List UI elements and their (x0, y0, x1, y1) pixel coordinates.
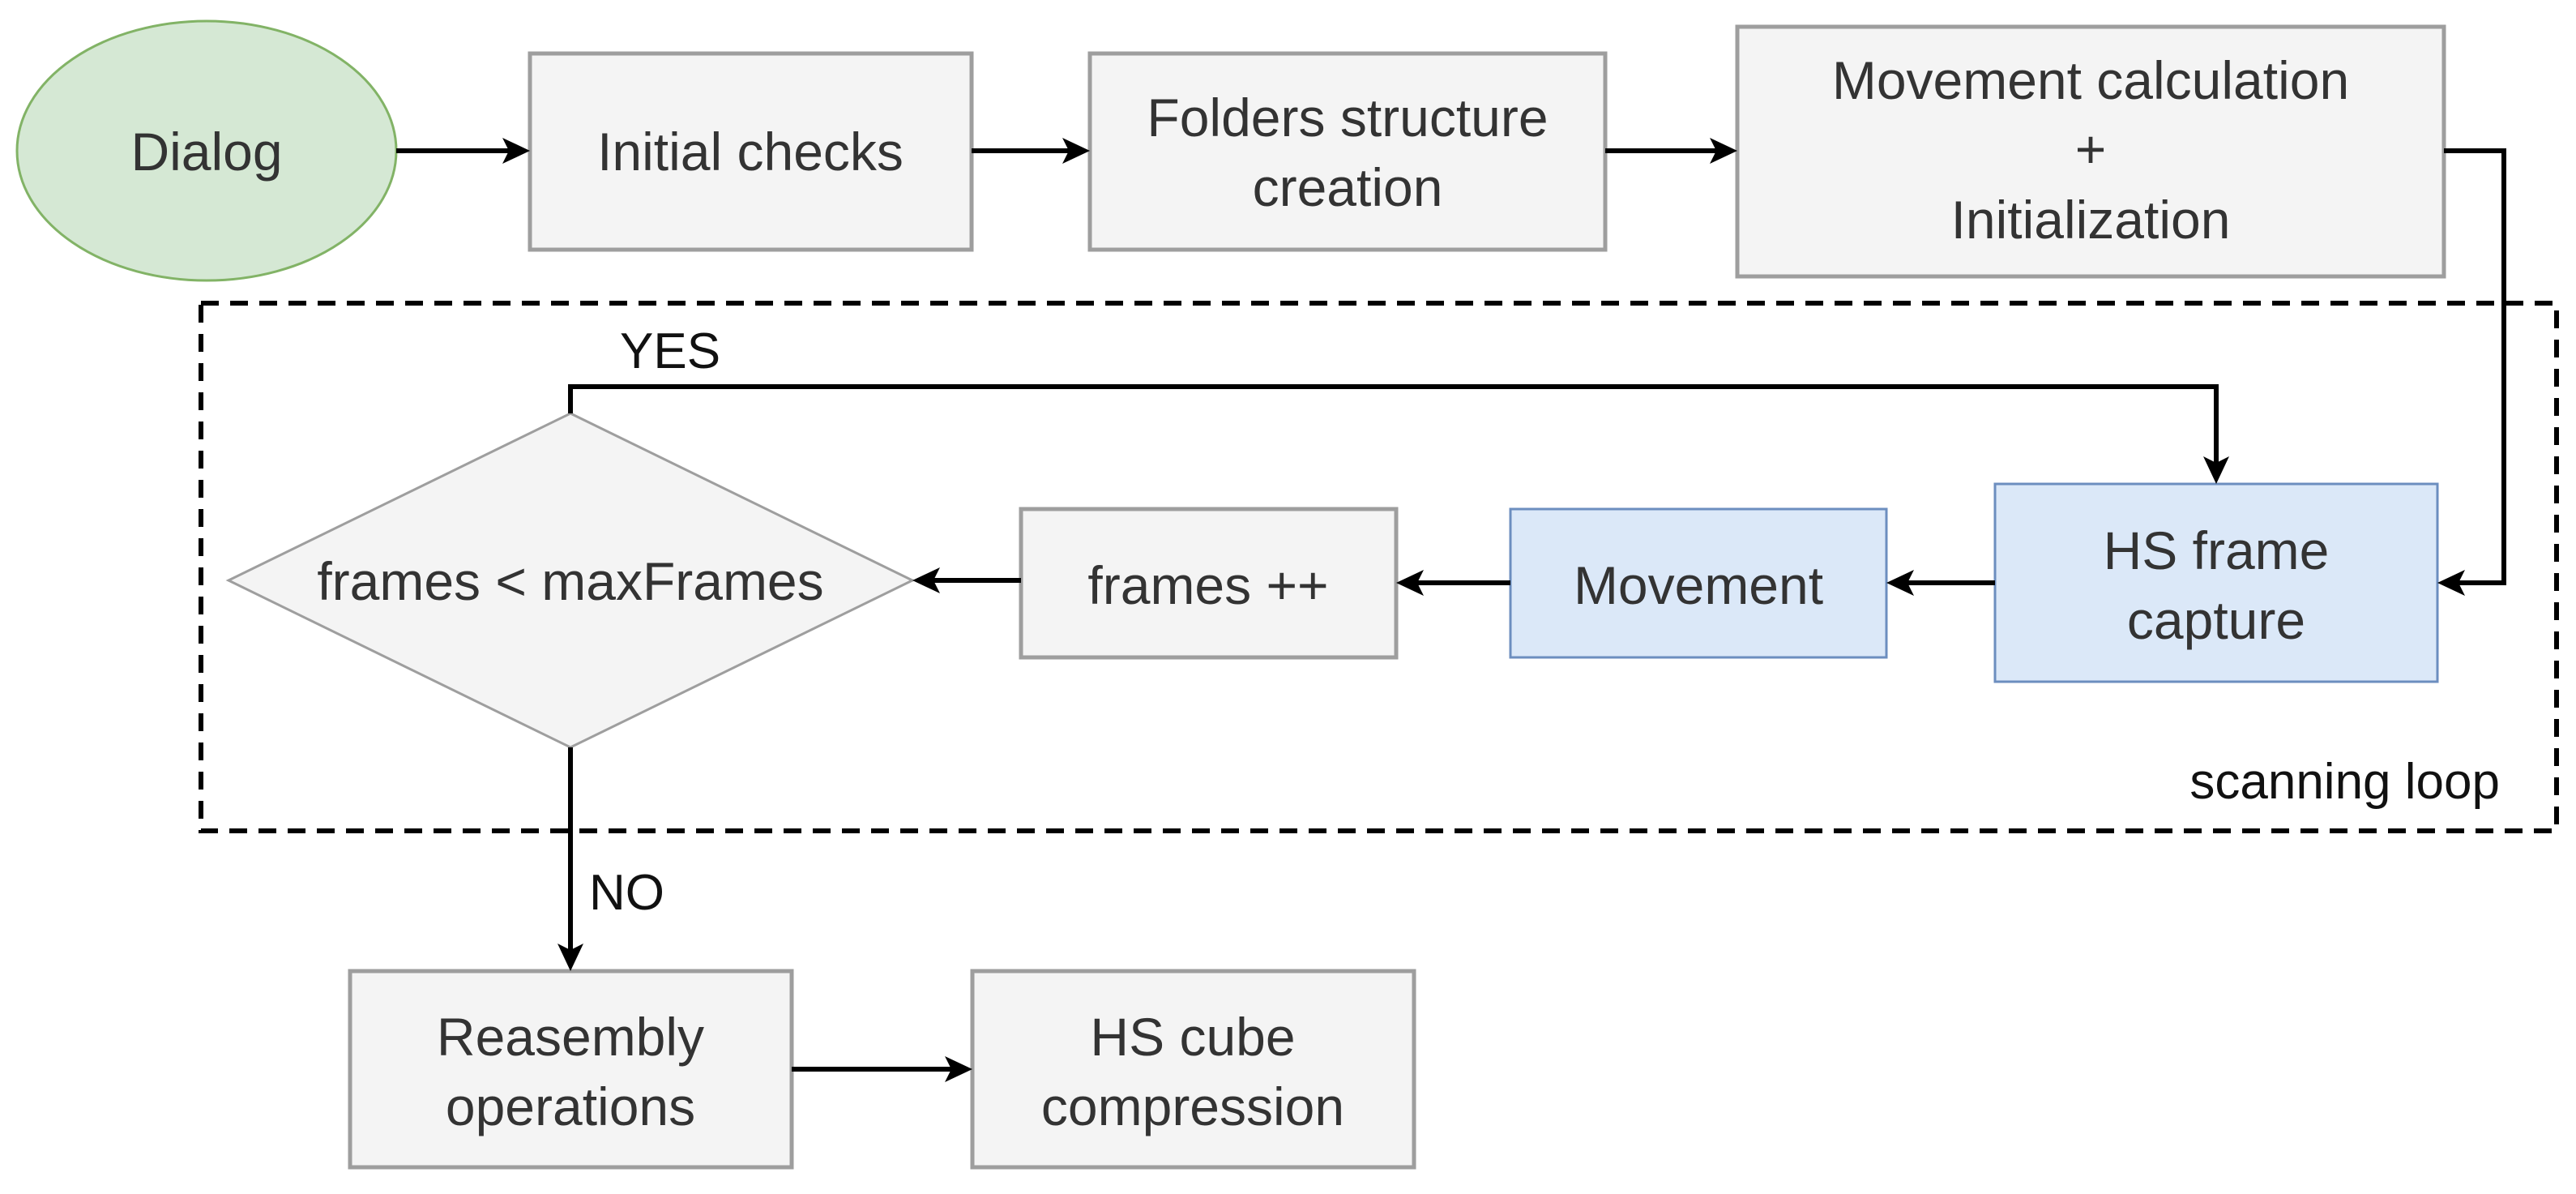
folders-structure-box (1087, 51, 1608, 252)
hs-cube-box (970, 969, 1416, 1170)
movement-label: Movement (1574, 555, 1823, 615)
yes-label: YES (620, 323, 720, 379)
movement-box (1509, 507, 1888, 659)
frames-increment-label: frames ++ (1087, 555, 1328, 615)
arrowhead-initial-checks (502, 138, 530, 164)
scanning-loop-frame (199, 301, 2559, 833)
arrowhead-movement (1886, 570, 1914, 596)
arrowhead-hs-frame-top (2203, 456, 2229, 484)
decision-label: frames < maxFrames (317, 551, 823, 611)
initial-checks-box (528, 51, 974, 252)
arrowhead-reassembly (557, 944, 583, 971)
dialog-label: Dialog (130, 122, 282, 182)
arrowhead-hs-cube (945, 1056, 972, 1082)
arrowhead-decision (912, 567, 940, 593)
arrowhead-frames (1396, 570, 1424, 596)
reassembly-label-line2: operations (446, 1076, 695, 1136)
arrowhead-movement-calc (1710, 138, 1737, 164)
initial-checks-label: Initial checks (597, 122, 904, 182)
movement-calculation-plus: + (2075, 119, 2107, 179)
reassembly-label: Reasembly (437, 1007, 704, 1067)
hs-frame-capture-label: HS frame (2104, 520, 2330, 580)
edge-movement-calc-to-hs-frame (2444, 148, 2506, 585)
scanning-loop-label: scanning loop (2189, 754, 2500, 810)
arrowhead-folders (1062, 138, 1090, 164)
arrowhead-hs-frame-right (2437, 570, 2465, 596)
hs-cube-label-line2: compression (1041, 1076, 1344, 1136)
movement-calculation-label: Movement calculation (1832, 50, 2349, 110)
no-label: NO (589, 865, 664, 921)
frames-increment-box (1019, 507, 1399, 660)
movement-calculation-box (1735, 24, 2446, 279)
hs-frame-capture-box (1993, 482, 2439, 683)
folders-structure-label-line2: creation (1253, 157, 1443, 217)
hs-cube-label: HS cube (1090, 1007, 1295, 1067)
initialization-label: Initialization (1951, 190, 2231, 250)
edge-decision-yes-to-hs-frame (568, 384, 2219, 464)
reassembly-box (348, 969, 794, 1170)
folders-structure-label: Folders structure (1147, 88, 1548, 148)
hs-frame-capture-label-line2: capture (2127, 590, 2305, 650)
